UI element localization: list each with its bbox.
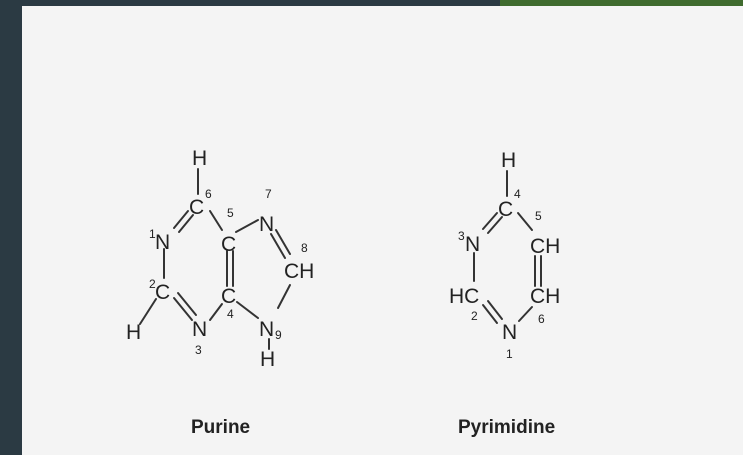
bond-c6-n1-double bbox=[178, 214, 194, 233]
pyrimidine-atom-h4: H bbox=[501, 149, 516, 172]
pyrimidine-index-6: 6 bbox=[538, 312, 545, 326]
purine-caption: Purine bbox=[191, 417, 250, 438]
purine-structure: H C N C N C C CH H N N H 6 1 5 7 8 2 4 3… bbox=[126, 147, 314, 438]
bond-c4-n9 bbox=[236, 301, 259, 319]
purine-atom-c6: C bbox=[189, 196, 204, 219]
bond-n7-c8-double bbox=[270, 233, 286, 259]
bond-c2-n1 bbox=[487, 300, 503, 320]
pyrimidine-caption: Pyrimidine bbox=[458, 417, 555, 438]
purine-atom-n1: N bbox=[155, 231, 170, 254]
pyrimidine-index-3: 3 bbox=[458, 229, 465, 243]
pyrimidine-atom-n3: N bbox=[465, 233, 480, 256]
bond-c8-n9 bbox=[277, 284, 291, 309]
pyrimidine-structure: H C N CH HC CH N 4 3 5 2 6 1 Pyrimidine bbox=[449, 149, 560, 438]
purine-index-7: 7 bbox=[265, 187, 272, 201]
purine-atom-h2: H bbox=[126, 321, 141, 344]
pyrimidine-index-1: 1 bbox=[506, 347, 513, 361]
pyrimidine-index-2: 2 bbox=[471, 309, 478, 323]
purine-index-1: 1 bbox=[149, 227, 156, 241]
bond-n7-c8 bbox=[275, 229, 291, 255]
purine-atom-n3: N bbox=[192, 318, 207, 341]
purine-atom-c4: C bbox=[221, 285, 236, 308]
structure-diagram: H C N C N C C CH H N N H 6 1 5 7 8 2 4 3… bbox=[126, 147, 560, 438]
pyrimidine-atom-ch6: CH bbox=[530, 285, 560, 308]
purine-index-6: 6 bbox=[205, 187, 212, 201]
bond-c6-n1 bbox=[173, 210, 189, 229]
bond-c2-n1-double bbox=[482, 304, 498, 324]
purine-atom-n9: N bbox=[259, 318, 274, 341]
bond-c2-n3-double bbox=[177, 292, 197, 316]
purine-atom-h6: H bbox=[192, 147, 207, 170]
window-green-strip bbox=[500, 0, 743, 6]
bond-n1-c6 bbox=[518, 306, 533, 322]
pyrimidine-index-5: 5 bbox=[535, 209, 542, 223]
purine-atom-n7: N bbox=[259, 213, 274, 236]
bond-c2-n3 bbox=[173, 297, 193, 321]
purine-atom-h9: H bbox=[260, 348, 275, 371]
window-dark-strip bbox=[0, 0, 500, 6]
bond-c4-c5 bbox=[517, 212, 533, 231]
pyrimidine-atom-ch5: CH bbox=[530, 235, 560, 258]
bond-c2-h2 bbox=[139, 298, 157, 325]
purine-index-3: 3 bbox=[195, 343, 202, 357]
purine-index-4: 4 bbox=[227, 307, 234, 321]
bond-c4-n3-double bbox=[487, 216, 503, 234]
content-card: H C N C N C C CH H N N H 6 1 5 7 8 2 4 3… bbox=[22, 6, 743, 455]
pyrimidine-atom-c4: C bbox=[498, 198, 513, 221]
purine-atom-ch8: CH bbox=[284, 260, 314, 283]
purine-atom-c2: C bbox=[155, 281, 170, 304]
pyrimidine-atom-n1: N bbox=[502, 321, 517, 344]
pyrimidine-index-4: 4 bbox=[514, 187, 521, 201]
purine-index-2: 2 bbox=[149, 277, 156, 291]
purine-index-5: 5 bbox=[227, 206, 234, 220]
bond-c4-n3 bbox=[482, 212, 498, 230]
purine-index-9: 9 bbox=[275, 328, 282, 342]
bond-c5-n7 bbox=[235, 219, 259, 233]
pyrimidine-atom-hc2: HC bbox=[449, 285, 479, 308]
purine-atom-c5: C bbox=[221, 233, 236, 256]
purine-index-8: 8 bbox=[301, 241, 308, 255]
bond-c6-c5 bbox=[209, 210, 223, 231]
bond-n3-c4 bbox=[209, 303, 223, 321]
